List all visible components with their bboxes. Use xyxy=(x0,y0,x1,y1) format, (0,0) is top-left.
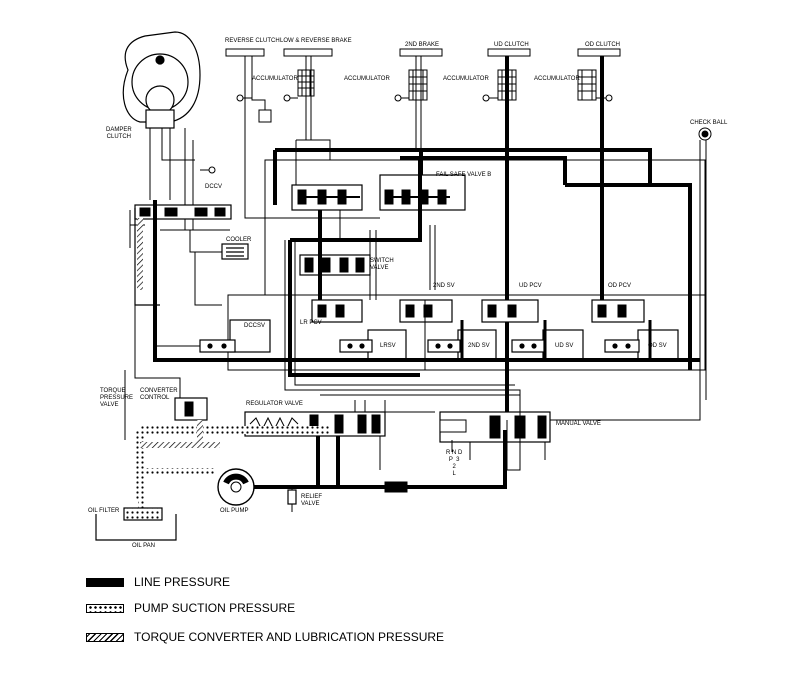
label-od-sv: OD SV xyxy=(648,343,667,349)
label-damper-clutch: DAMPER CLUTCH xyxy=(106,127,132,140)
fail-safe-valve-b xyxy=(379,174,466,211)
label-low-reverse-brake: LOW & REVERSE BRAKE xyxy=(280,38,352,44)
label-od-pcv: OD PCV xyxy=(608,283,632,289)
label-lr-pcv: LR PCV xyxy=(300,320,322,326)
second-pcv xyxy=(399,299,453,323)
oil-filter xyxy=(123,507,163,521)
label-od-clutch: OD CLUTCH xyxy=(585,42,621,48)
low-reverse-brake-plate xyxy=(283,48,333,57)
label-oil-filter: OIL FILTER xyxy=(88,508,120,514)
label-manual-valve: MANUAL VALVE xyxy=(556,421,601,427)
label-2nd-sv-top: 2ND SV xyxy=(433,283,455,289)
label-oil-pump: OIL PUMP xyxy=(220,508,249,514)
label-accumulator-3: ACCUMULATOR xyxy=(443,76,489,82)
label-reverse-clutch: REVERSE CLUTCH xyxy=(225,38,280,44)
manual-valve xyxy=(439,411,551,443)
od-sv-solenoid xyxy=(604,329,679,361)
switch-valve xyxy=(299,254,371,276)
label-torque-pressure-valve: TORQUE PRESSURE VALVE xyxy=(100,388,134,408)
label-fail-safe-valve-b: FAIL SAFE VALVE B xyxy=(436,172,492,178)
valve-body-lower xyxy=(227,294,706,371)
second-brake-plate xyxy=(399,48,443,57)
label-shift-positions: R N D P 3 2 L xyxy=(446,450,463,477)
relief-valve xyxy=(287,487,297,512)
second-sv-solenoid xyxy=(427,329,497,361)
lr-pcv xyxy=(311,299,363,323)
label-ud-pcv: UD PCV xyxy=(519,283,542,289)
oil-pump xyxy=(217,468,255,506)
legend-line-pressure: LINE PRESSURE xyxy=(134,575,231,589)
ud-pcv xyxy=(481,299,539,323)
label-accumulator-4: ACCUMULATOR xyxy=(534,76,580,82)
label-cooler: COOLER xyxy=(226,237,252,243)
torque-pressure-valve xyxy=(174,397,208,421)
label-oil-pan: OIL PAN xyxy=(132,543,156,549)
label-ud-clutch: UD CLUTCH xyxy=(494,42,529,48)
torque-converter xyxy=(122,31,201,200)
label-lrsv: LRSV xyxy=(380,343,396,349)
label-2nd-sv: 2ND SV xyxy=(468,343,490,349)
label-dccv: DCCV xyxy=(205,184,223,190)
label-dccsv: DCCSV xyxy=(244,323,266,329)
label-accumulator-2: ACCUMULATOR xyxy=(344,76,390,82)
od-pcv xyxy=(591,299,645,323)
legend-pump-suction: PUMP SUCTION PRESSURE xyxy=(134,601,296,615)
label-switch-valve: SWITCH VALVE xyxy=(370,258,394,271)
dccsv-solenoid xyxy=(199,319,271,353)
cooler xyxy=(221,243,249,260)
label-regulator-valve: REGULATOR VALVE xyxy=(246,401,303,407)
dccv-valve xyxy=(134,204,232,220)
accumulator-od xyxy=(577,69,597,101)
legend-swatch-pump-suction xyxy=(86,604,124,613)
accumulator-2nd xyxy=(408,69,428,101)
label-relief-valve: RELIEF VALVE xyxy=(301,494,323,507)
label-converter-control: CONVERTER CONTROL xyxy=(140,388,178,401)
label-check-ball: CHECK BALL xyxy=(690,120,728,126)
shift-valve-upper xyxy=(291,184,363,211)
legend-swatch-torque-converter xyxy=(86,633,124,642)
legend-swatch-line-pressure xyxy=(86,578,124,587)
lrsv-solenoid xyxy=(339,329,407,361)
reverse-clutch-plate xyxy=(225,48,265,57)
legend-torque-converter: TORQUE CONVERTER AND LUBRICATION PRESSUR… xyxy=(134,630,445,644)
oil-pan xyxy=(95,514,177,541)
ud-clutch-plate xyxy=(487,48,531,57)
od-clutch-plate xyxy=(577,48,621,57)
label-2nd-brake: 2ND BRAKE xyxy=(405,42,440,48)
label-accumulator-1: ACCUMULATOR xyxy=(252,76,298,82)
label-ud-sv: UD SV xyxy=(555,343,574,349)
